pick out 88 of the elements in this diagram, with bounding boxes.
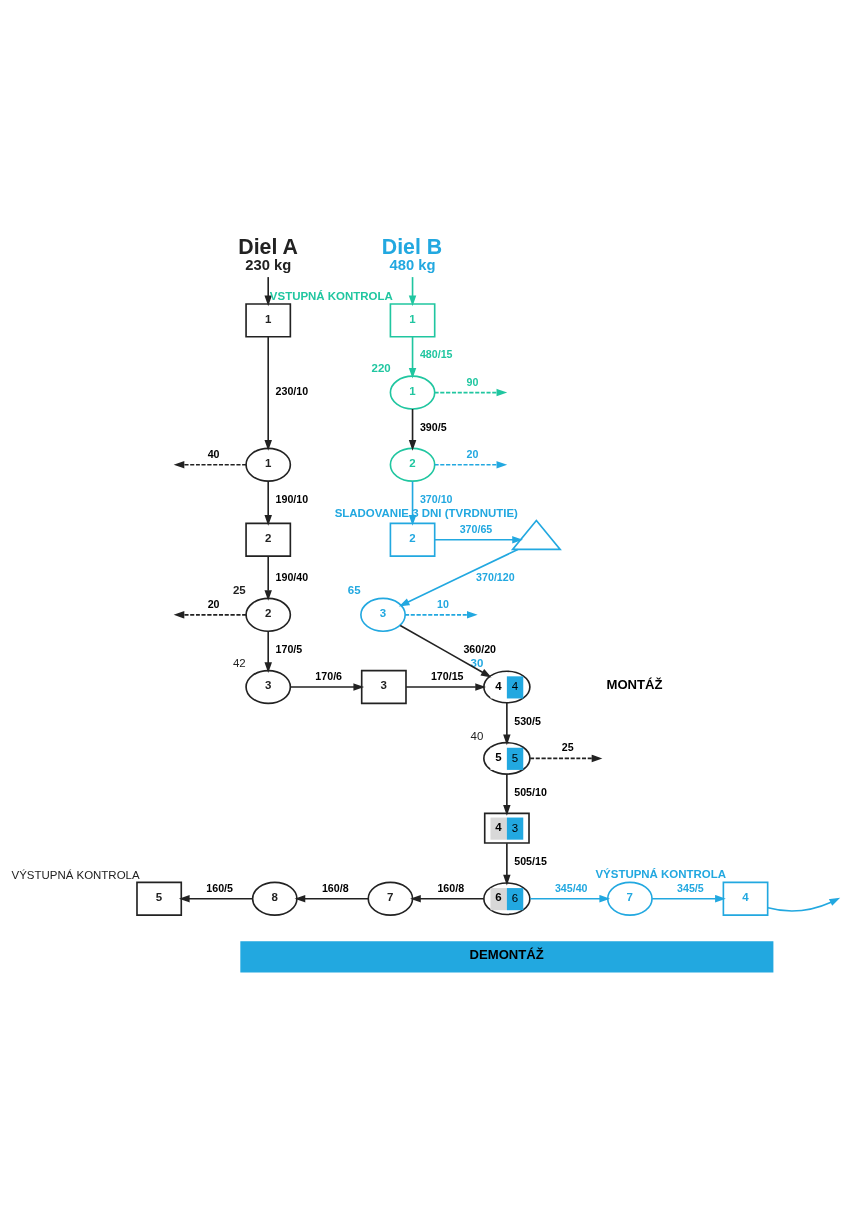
node-box: 5 [136,881,183,916]
node-box: 4 3 [483,812,530,844]
arrow [294,894,369,902]
node-ellipse: 1 [245,447,292,482]
arrow [503,701,511,745]
edge-label: 190/40 [275,570,309,583]
node-label: 220 [371,361,391,374]
edge-label: 505/15 [514,854,547,867]
edge-label: 90 [466,375,479,388]
arrow [503,841,511,885]
arrow [410,894,485,902]
node-box: 1 [389,302,436,338]
node-label: 42 [232,656,246,669]
label: MONTÁŽ [606,676,663,692]
edge-label: 10 [437,597,449,610]
node-label: 25 [232,583,246,596]
node-label: 30 [470,656,484,669]
arrow [433,388,508,396]
edge-label: 505/10 [514,785,547,798]
node-text: Diel B 480 kg [381,234,443,273]
edge-label: 370/120 [476,570,515,583]
node-label: VÝSTUPNÁ KONTROLA [11,868,140,881]
arrow [264,555,272,601]
node-box: 2 [389,522,436,557]
arrow [503,773,511,816]
edge-label: 20 [207,597,220,610]
arrow [405,682,486,691]
edge-label: 160/5 [206,881,233,894]
node-label: VSTUPNÁ KONTROLA [269,289,393,302]
arrow [408,335,417,379]
edge-label: 20 [466,447,479,460]
edge-label: 390/5 [419,420,447,433]
arrow [173,610,247,619]
node-box: 2 [245,522,292,557]
edge-label: 360/20 [463,642,496,655]
arrow [767,897,841,912]
node-box: 4 [722,881,769,916]
arrow [289,682,365,691]
node-ellipse: 5 5 [483,741,531,775]
edge-label: 345/40 [554,881,588,894]
edge-label: 170/6 [315,669,343,682]
node-ellipse: 7 [606,881,653,916]
arrow [178,894,254,902]
arrow [264,480,272,526]
node-box: 1 [245,302,292,338]
node-ellipse: 7 [367,881,414,916]
arrow [173,460,247,468]
arrow [398,548,519,606]
node-ellipse: 6 6 [483,881,531,915]
node-label: 65 [347,583,361,596]
node-label: 40 [470,729,484,742]
edge-label: 25 [561,740,574,753]
node-ellipse: 2 [245,597,292,632]
arrow [408,275,417,306]
edge-label: 160/8 [321,881,349,894]
edge-label: 170/5 [275,642,303,655]
arrow [434,535,523,543]
node-text: Diel A 230 kg [238,234,298,273]
edge-label: 370/65 [459,522,493,535]
node-label: VÝSTUPNÁ KONTROLA [595,867,727,880]
edge-label: 230/10 [275,384,309,397]
node-box: 3 [360,669,407,704]
arrow [264,629,272,673]
edge-label: 170/15 [430,669,464,682]
edge-label: 190/10 [275,492,309,505]
arrow [529,894,611,902]
node-ellipse: 4 4 [483,669,531,704]
arrow [433,460,508,468]
label: DEMONTÁŽ [469,946,544,962]
arrow [399,624,492,677]
arrow [408,407,417,451]
edge-label: 530/5 [514,714,541,727]
arrow [408,480,417,526]
edge-label: 370/10 [419,492,453,505]
edge-label: 480/15 [419,347,453,360]
arrow [651,894,726,902]
arrow [264,275,272,306]
node-ellipse: 3 [245,669,292,704]
edge-label: 40 [207,447,220,460]
arrow [529,754,603,762]
edge-label: 345/5 [677,881,704,894]
arrow [404,610,478,619]
node-ellipse: 1 [389,374,436,410]
node-ellipse: 8 [251,881,298,916]
edge-label: 160/8 [437,881,465,894]
node-ellipse: 3 [360,597,406,632]
arrow [264,335,272,451]
node-ellipse: 2 [389,447,436,482]
